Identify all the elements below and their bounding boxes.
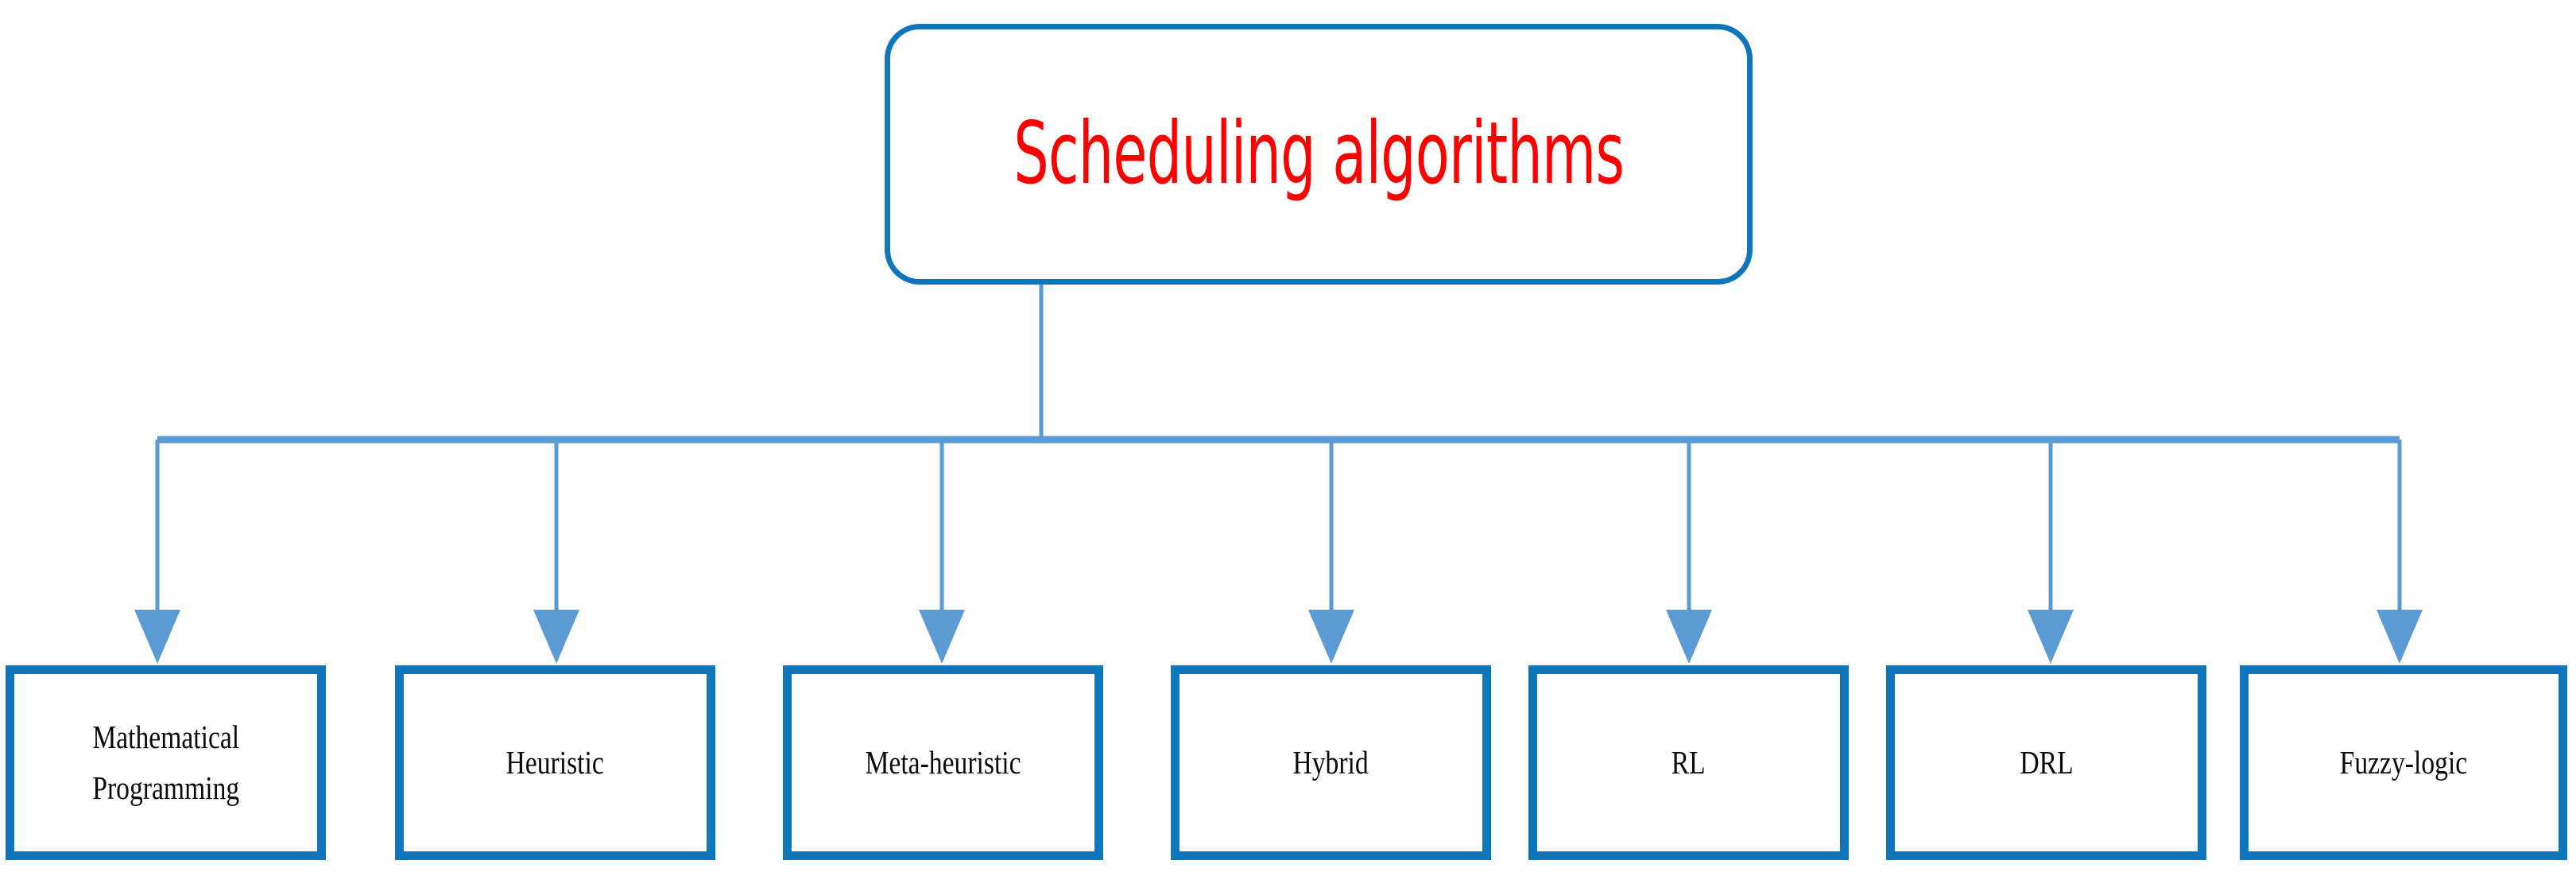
leaf-node-label: DRL xyxy=(2019,743,2074,781)
leaf-node-label: Heuristic xyxy=(506,743,605,781)
arrowhead-icon-1 xyxy=(533,610,579,664)
arrowhead-icon-0 xyxy=(134,610,180,664)
arrowhead-icon-2 xyxy=(919,610,965,664)
leaf-node-drl[interactable]: DRL xyxy=(1886,665,2206,860)
leaf-node-label: Fuzzy-logic xyxy=(2339,743,2468,781)
leaf-node-meta-heuristic[interactable]: Meta-heuristic xyxy=(783,665,1103,860)
arrowhead-icon-6 xyxy=(2377,610,2423,664)
leaf-node-label: Mathematical Programming xyxy=(92,718,239,806)
arrowhead-icon-5 xyxy=(2028,610,2074,664)
leaf-node-mathematical-programming[interactable]: Mathematical Programming xyxy=(6,665,326,860)
leaf-node-fuzzy-logic[interactable]: Fuzzy-logic xyxy=(2240,665,2567,860)
root-node-label: Scheduling algorithms xyxy=(1013,104,1625,204)
leaf-node-rl[interactable]: RL xyxy=(1528,665,1849,860)
arrowhead-icon-4 xyxy=(1666,610,1712,664)
leaf-node-label: RL xyxy=(1671,743,1706,781)
leaf-node-heuristic[interactable]: Heuristic xyxy=(395,665,715,860)
arrowhead-icon-3 xyxy=(1308,610,1354,664)
root-node-scheduling-algorithms[interactable]: Scheduling algorithms xyxy=(885,24,1753,285)
leaf-node-hybrid[interactable]: Hybrid xyxy=(1171,665,1491,860)
leaf-node-label: Meta-heuristic xyxy=(865,743,1021,781)
leaf-node-label: Hybrid xyxy=(1292,743,1369,781)
